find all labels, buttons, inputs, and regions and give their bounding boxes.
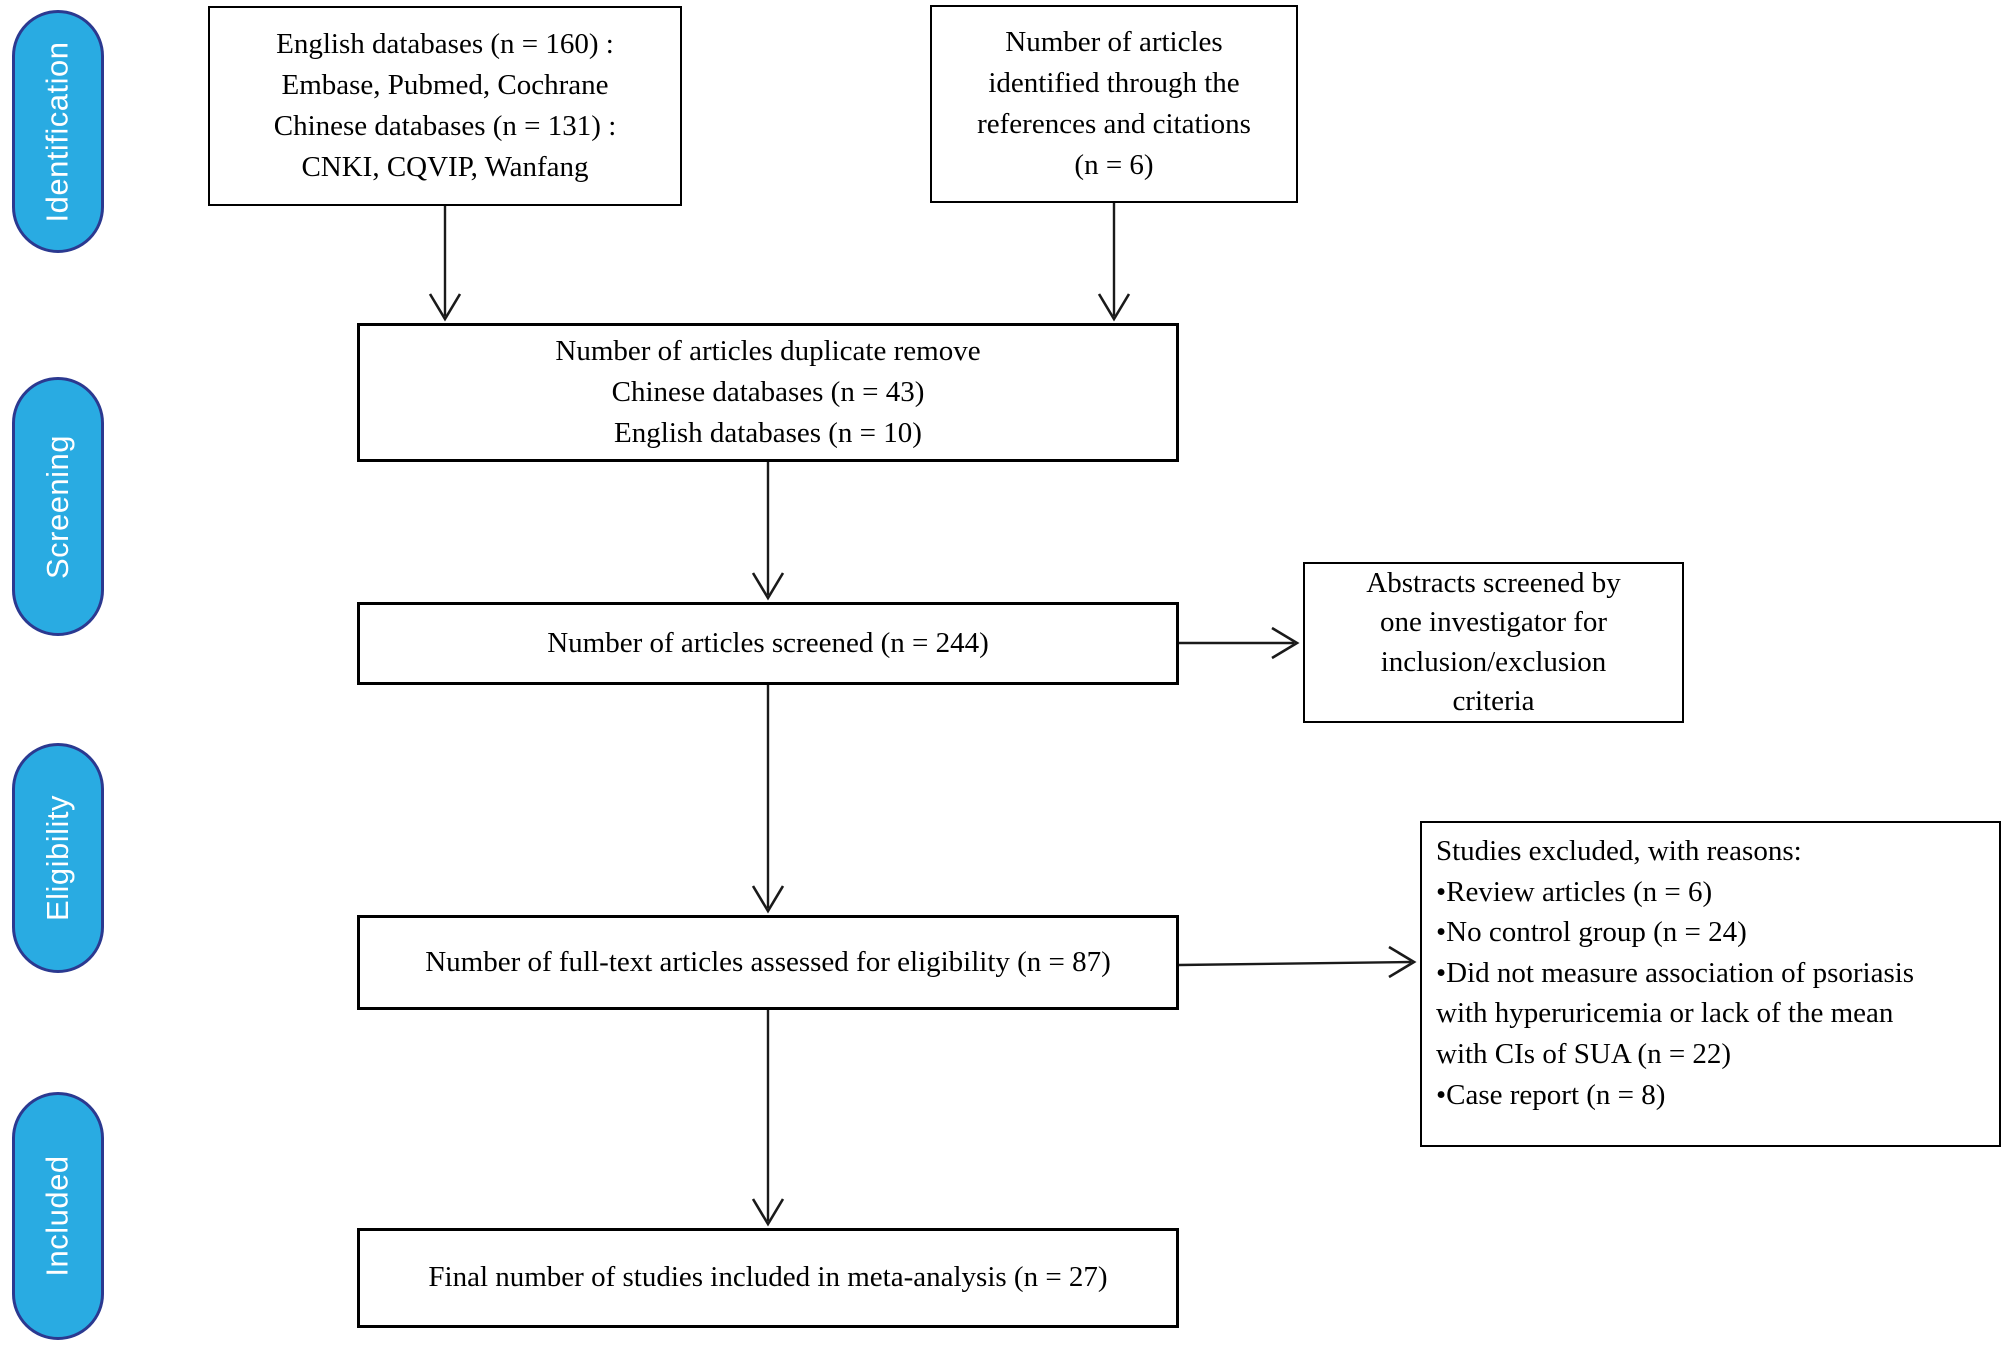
box-line: •Review articles (n = 6) [1436, 875, 1713, 908]
box-line: Number of articles screened (n = 244) [547, 626, 989, 659]
arrow-fulltext-to-excluded [1178, 945, 1417, 979]
box-studies-excluded: Studies excluded, with reasons: •Review … [1420, 821, 2001, 1147]
stage-label-eligibility: Eligibility [12, 743, 104, 973]
box-line: references and citations [977, 108, 1251, 140]
box-line: Final number of studies included in meta… [428, 1261, 1108, 1294]
arrow-screened-to-abstracts [1179, 626, 1300, 660]
box-line: •No control group (n = 24) [1436, 916, 1747, 949]
stage-label-included-text: Included [40, 1155, 75, 1277]
box-line: with hyperuricemia or lack of the mean [1436, 997, 1894, 1030]
box-line: identified through the [988, 66, 1240, 99]
arrow-fulltext-to-final [751, 1010, 785, 1227]
stage-label-included: Included [12, 1092, 104, 1340]
box-line: Chinese databases (n = 43) [611, 375, 925, 408]
box-line: CNKI, CQVIP, Wanfang [301, 151, 589, 184]
box-line: English databases (n = 10) [614, 417, 922, 450]
box-line: Number of articles duplicate remove [555, 334, 981, 367]
box-line: Number of articles [1005, 25, 1223, 58]
box-line: (n = 6) [1074, 149, 1154, 182]
box-line: Chinese databases (n = 131) : [273, 110, 617, 142]
box-fulltext-assessed: Number of full-text articles assessed fo… [357, 915, 1179, 1010]
arrow-screened-to-fulltext [751, 685, 785, 914]
stage-label-screening-text: Screening [40, 434, 75, 579]
stage-label-eligibility-text: Eligibility [40, 794, 76, 922]
stage-label-identification: Identification [12, 10, 104, 253]
box-line: Abstracts screened by [1366, 567, 1621, 600]
box-line: Embase, Pubmed, Cochrane [281, 68, 609, 101]
box-line: criteria [1452, 684, 1535, 717]
stage-label-identification-text: Identification [40, 40, 75, 223]
box-database-sources: English databases (n = 160) : Embase, Pu… [208, 6, 682, 206]
box-reference-citations: Number of articles identified through th… [930, 5, 1298, 203]
box-line: English databases (n = 160) : [276, 27, 614, 60]
box-line: one investigator for [1379, 606, 1608, 639]
box-line: inclusion/exclusion [1380, 645, 1607, 678]
box-articles-screened: Number of articles screened (n = 244) [357, 602, 1179, 685]
arrow-databases-to-duplicates [428, 206, 462, 322]
box-line: •Case report (n = 8) [1436, 1078, 1666, 1111]
arrow-references-to-duplicates [1097, 203, 1131, 322]
box-line: •Did not measure association of psoriasi… [1436, 956, 1915, 989]
arrow-duplicates-to-screened [751, 462, 785, 601]
box-abstracts-screened: Abstracts screened by one investigator f… [1303, 562, 1684, 723]
stage-label-screening: Screening [12, 377, 104, 636]
box-final-included: Final number of studies included in meta… [357, 1228, 1179, 1328]
box-duplicates-removed: Number of articles duplicate remove Chin… [357, 323, 1179, 462]
box-line: Number of full-text articles assessed fo… [425, 945, 1111, 978]
box-line: with CIs of SUA (n = 22) [1436, 1037, 1732, 1070]
box-line: Studies excluded, with reasons: [1436, 835, 1802, 867]
